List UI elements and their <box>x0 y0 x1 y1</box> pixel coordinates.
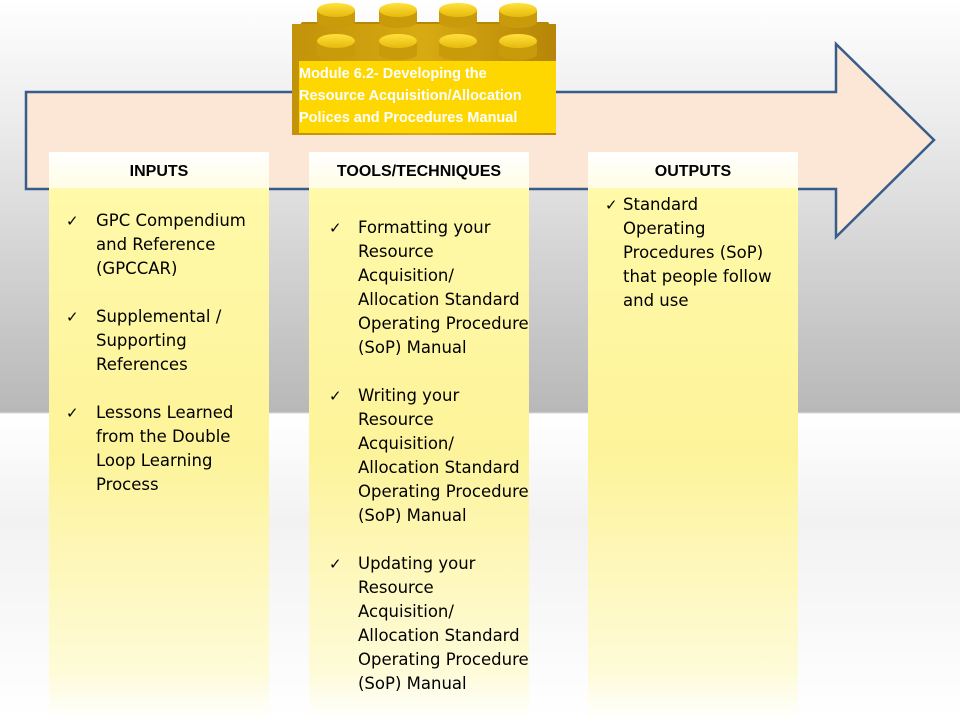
item-text: GPC Compendium and Reference (GPCCAR) <box>96 209 246 281</box>
check-icon: ✓ <box>66 308 79 326</box>
tools-column: TOOLS/TECHNIQUES ✓ Formatting your Resou… <box>309 152 529 720</box>
item-text-line: and Reference <box>96 235 216 254</box>
brick-label-area <box>299 61 556 133</box>
inputs-column: INPUTS ✓ GPC Compendium and Reference (G… <box>49 152 269 720</box>
item-text-line: Acquisition/ <box>358 602 454 621</box>
item-text-line: (SoP) Manual <box>358 506 467 525</box>
item-text: Formatting your Resource Acquisition/ Al… <box>358 216 529 360</box>
item-text-line: Operating Procedure <box>358 650 529 669</box>
brick-studs <box>317 3 537 60</box>
item-text-line: (GPCCAR) <box>96 259 178 278</box>
lego-brick <box>292 3 556 135</box>
item-text-line: Writing your <box>358 386 460 405</box>
check-icon: ✓ <box>605 196 618 214</box>
tools-heading: TOOLS/TECHNIQUES <box>309 152 529 188</box>
module-title-line: Polices and Procedures Manual <box>299 110 518 126</box>
check-icon: ✓ <box>66 404 79 422</box>
item-text-line: Allocation Standard <box>358 290 520 309</box>
item-text-line: (SoP) Manual <box>358 338 467 357</box>
item-text-line: GPC Compendium <box>96 211 246 230</box>
item-text: Supplemental / Supporting References <box>96 305 221 377</box>
item-text: Standard Operating Procedures (SoP) that… <box>623 193 772 313</box>
item-text-line: Formatting your <box>358 218 491 237</box>
module-title-line: Module 6.2- Developing the <box>299 66 487 82</box>
outputs-heading: OUTPUTS <box>588 152 798 188</box>
item-text-line: Supplemental / <box>96 307 222 326</box>
item-text-line: Standard <box>623 195 699 214</box>
item-text-line: from the Double <box>96 427 231 446</box>
item-text-line: Acquisition/ <box>358 266 454 285</box>
inputs-heading: INPUTS <box>49 152 269 188</box>
item-text-line: that people follow <box>623 267 772 286</box>
item-text-line: Resource <box>358 410 434 429</box>
item-text: Writing your Resource Acquisition/ Alloc… <box>358 384 529 528</box>
item-text-line: Resource <box>358 578 434 597</box>
item-text-line: Loop Learning <box>96 451 213 470</box>
module-title-line: Resource Acquisition/Allocation <box>299 88 522 104</box>
item-text-line: Operating <box>623 219 706 238</box>
item-text-line: References <box>96 355 188 374</box>
item-text-line: Process <box>96 475 159 494</box>
item-text: Lessons Learned from the Double Loop Lea… <box>96 401 233 497</box>
item-text-line: Allocation Standard <box>358 458 520 477</box>
item-text-line: Operating Procedure <box>358 482 529 501</box>
item-text-line: Resource <box>358 242 434 261</box>
check-icon: ✓ <box>329 387 342 405</box>
item-text-line: Updating your <box>358 554 476 573</box>
item-text-line: Operating Procedure <box>358 314 529 333</box>
check-icon: ✓ <box>329 555 342 573</box>
module-title: Module 6.2- Developing the Resource Acqu… <box>299 63 557 129</box>
item-text-line: (SoP) Manual <box>358 674 467 693</box>
outputs-column: OUTPUTS ✓ Standard Operating Procedures … <box>588 152 798 720</box>
item-text-line: Supporting <box>96 331 187 350</box>
item-text-line: Procedures (SoP) <box>623 243 764 262</box>
check-icon: ✓ <box>66 212 79 230</box>
item-text: Updating your Resource Acquisition/ Allo… <box>358 552 529 696</box>
item-text-line: Lessons Learned <box>96 403 234 422</box>
item-text-line: and use <box>623 291 689 310</box>
check-icon: ✓ <box>329 219 342 237</box>
item-text-line: Allocation Standard <box>358 626 520 645</box>
item-text-line: Acquisition/ <box>358 434 454 453</box>
